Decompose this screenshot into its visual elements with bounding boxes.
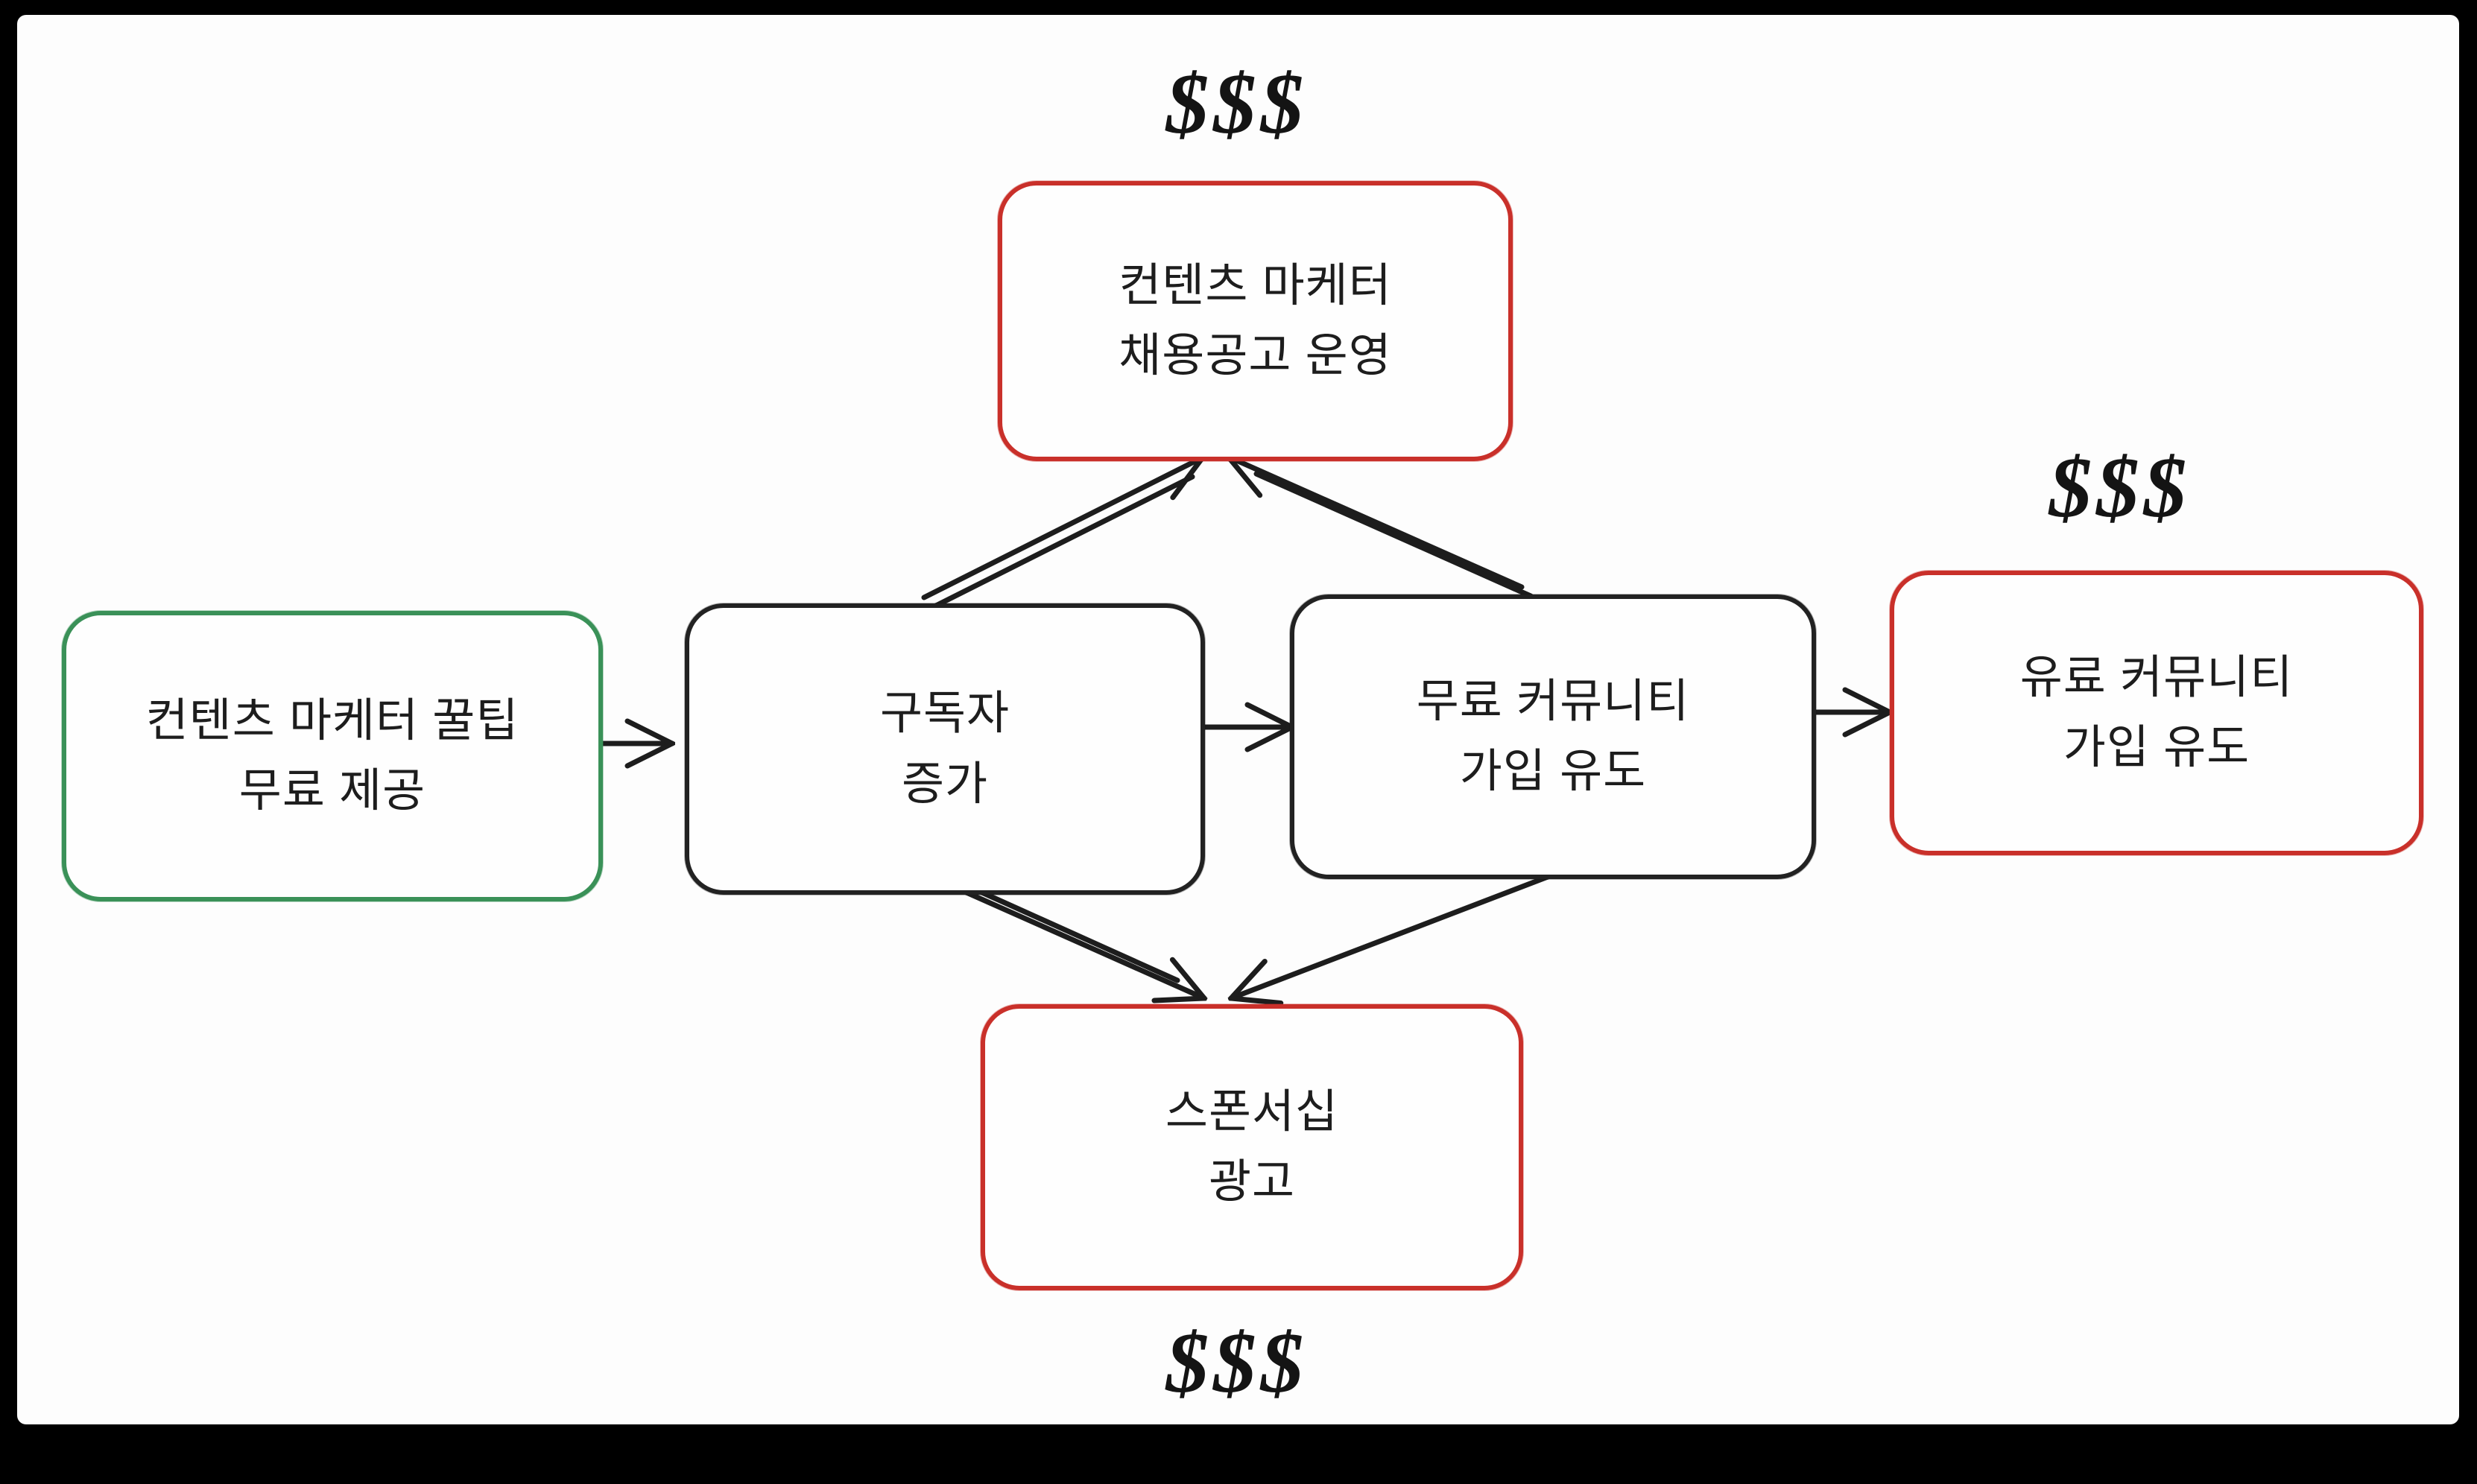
node-free-community-line2: 가입 유도 — [1459, 746, 1647, 797]
node-free-tips: 컨텐츠 마케터 꿀팁 무료 제공 — [62, 611, 603, 901]
node-job-postings: 컨텐츠 마케터 채용공고 운영 — [998, 181, 1513, 461]
node-job-postings-line2: 채용공고 운영 — [1119, 330, 1392, 381]
node-paid-community-line2: 가입 유도 — [2063, 722, 2250, 773]
node-sponsorship-ads-line1: 스폰서십 — [1165, 1085, 1339, 1138]
node-subscriber-growth-line1: 구독자 — [879, 688, 1010, 740]
node-paid-community-line1: 유료 커뮤니티 — [2019, 651, 2294, 703]
money-label-above-paid-community: $$$ — [2049, 440, 2192, 535]
node-free-community-line1: 무료 커뮤니티 — [1416, 675, 1690, 727]
node-free-tips-line1: 컨텐츠 마케터 꿀팁 — [145, 694, 519, 746]
node-sponsorship-ads-line2: 광고 — [1208, 1156, 1296, 1208]
node-free-tips-line2: 무료 제공 — [238, 765, 426, 816]
node-subscriber-growth-line2: 증가 — [901, 758, 989, 810]
money-label-above-job-postings: $$$ — [1165, 57, 1309, 151]
money-label-below-sponsorship: $$$ — [1165, 1316, 1309, 1410]
node-job-postings-line1: 컨텐츠 마케터 — [1119, 259, 1392, 311]
node-paid-community: 유료 커뮤니티 가입 유도 — [1890, 571, 2423, 855]
node-sponsorship-ads: 스폰서십 광고 — [981, 1004, 1523, 1290]
node-subscriber-growth: 구독자 증가 — [685, 603, 1205, 895]
node-free-community: 무료 커뮤니티 가입 유도 — [1290, 594, 1816, 879]
